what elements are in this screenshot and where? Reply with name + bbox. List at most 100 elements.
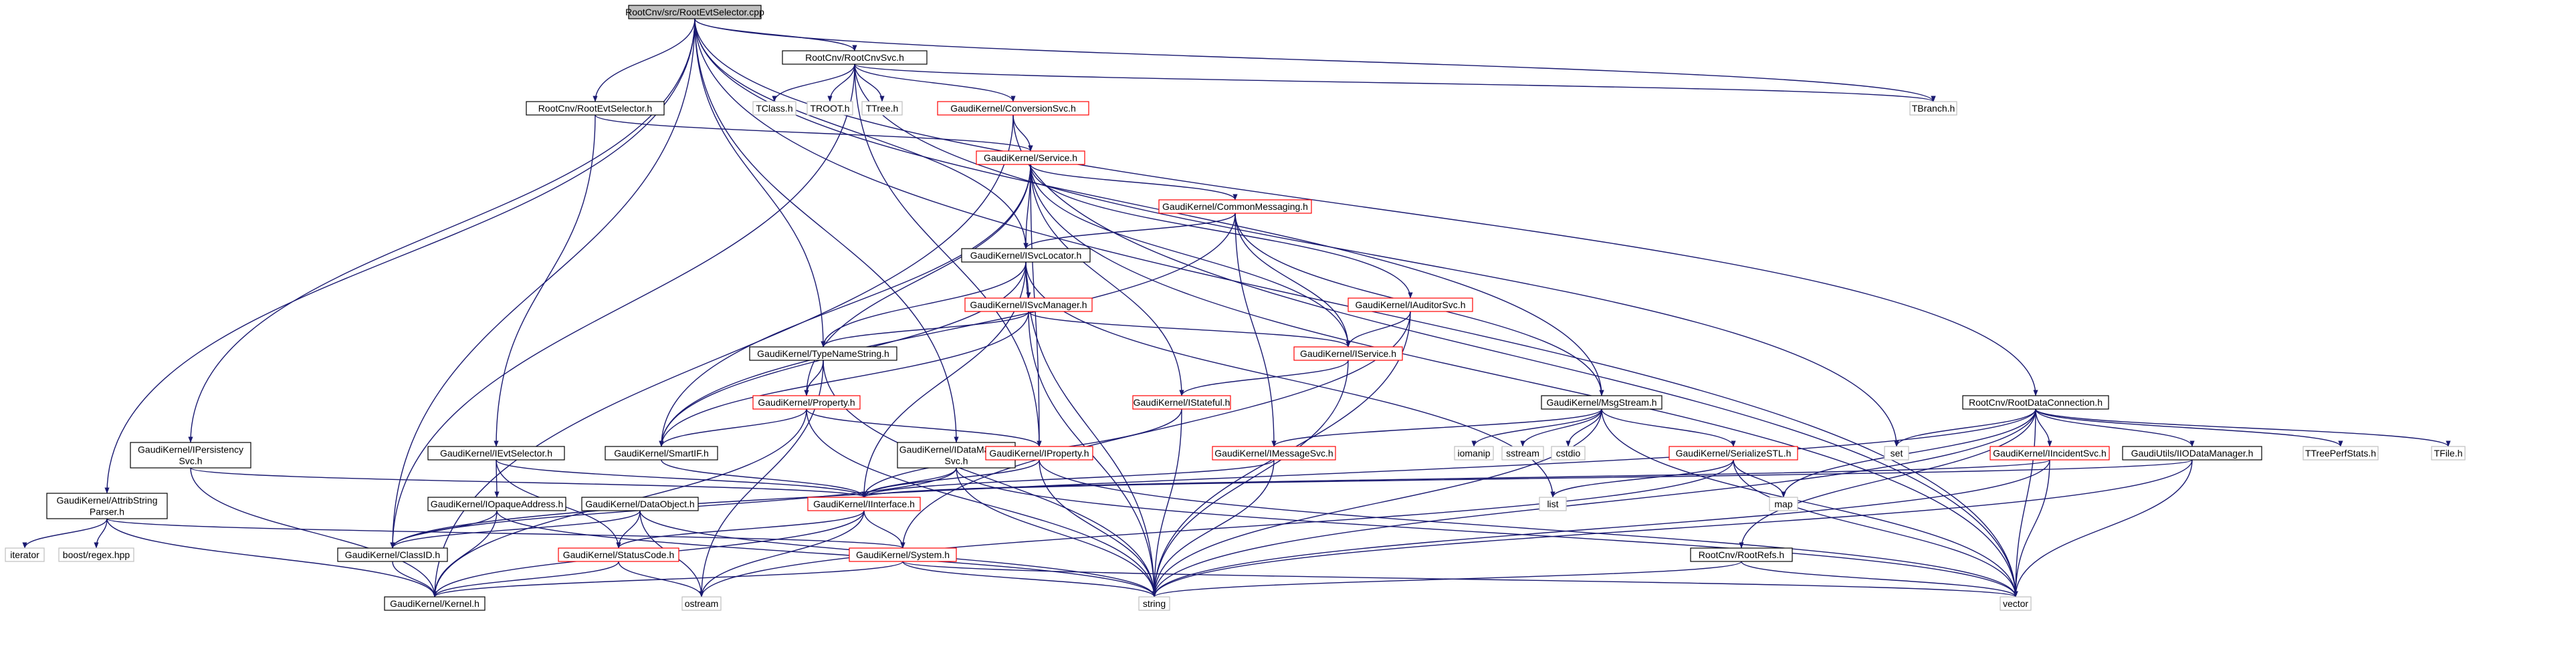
node-iproperty[interactable]: GaudiKernel/IProperty.h — [985, 446, 1093, 461]
node-iincidentsvc-label: GaudiKernel/IIncidentSvc.h — [1993, 448, 2107, 459]
edge-isvclocator-to-list — [1025, 261, 1555, 498]
node-system[interactable]: GaudiKernel/System.h — [849, 547, 957, 562]
node-isvcmanager-label: GaudiKernel/ISvcManager.h — [970, 299, 1087, 310]
node-iinterface[interactable]: GaudiKernel/IInterface.h — [807, 497, 921, 511]
node-iincidentsvc[interactable]: GaudiKernel/IIncidentSvc.h — [1990, 446, 2110, 461]
node-isvcmanager[interactable]: GaudiKernel/ISvcManager.h — [964, 297, 1093, 312]
node-dataobject[interactable]: GaudiKernel/DataObject.h — [581, 497, 699, 511]
edge-rootcnvsvc-to-ttree — [854, 63, 885, 102]
node-smartif-label: GaudiKernel/SmartIF.h — [614, 448, 709, 459]
node-isvclocator[interactable]: GaudiKernel/ISvcLocator.h — [961, 248, 1091, 263]
edge-rootdataconn-to-rootrefs — [1739, 408, 2036, 549]
node-kernel[interactable]: GaudiKernel/Kernel.h — [384, 596, 486, 611]
edge-rootdataconn-to-tfile — [2035, 408, 2451, 447]
nodes-layer: RootCnv/src/RootEvtSelector.cppRootCnv/R… — [5, 5, 2466, 611]
node-isvcmanager-box — [964, 297, 1093, 312]
node-iservice[interactable]: GaudiKernel/IService.h — [1293, 346, 1403, 361]
node-rootdataconn[interactable]: RootCnv/RootDataConnection.h — [1962, 395, 2109, 410]
node-rootdataconn-box — [1962, 395, 2109, 410]
node-vector-label: vector — [2003, 598, 2028, 609]
node-ttree-label: TTree.h — [866, 103, 899, 114]
node-service[interactable]: GaudiKernel/Service.h — [976, 150, 1085, 165]
edge-msgstream-to-string — [1152, 408, 1602, 598]
node-iauditorsvc[interactable]: GaudiKernel/IAuditorSvc.h — [1348, 297, 1473, 312]
node-map-label: map — [1774, 499, 1792, 509]
node-troot-box — [807, 101, 853, 116]
node-iservice-box — [1293, 346, 1403, 361]
edge-iiodatamanager-to-iinterface — [862, 459, 2193, 498]
node-ostream-label: ostream — [685, 598, 719, 609]
node-iterator: iterator — [5, 547, 45, 562]
node-property[interactable]: GaudiKernel/Property.h — [752, 395, 861, 410]
node-iopaque[interactable]: GaudiKernel/IOpaqueAddress.h — [427, 497, 566, 511]
edge-isvcmanager-to-iservice — [1028, 311, 1351, 348]
node-typenamestring[interactable]: GaudiKernel/TypeNameString.h — [749, 346, 897, 361]
edge-isvclocator-to-string — [1025, 261, 1157, 598]
node-imessagesvc[interactable]: GaudiKernel/IMessageSvc.h — [1212, 446, 1336, 461]
node-iincidentsvc-box — [1990, 446, 2110, 461]
node-commonmsg-box — [1158, 199, 1312, 214]
node-rootcnvsvc[interactable]: RootCnv/RootCnvSvc.h — [782, 50, 928, 65]
node-map-box — [1769, 497, 1798, 511]
node-convsvc[interactable]: GaudiKernel/ConversionSvc.h — [937, 101, 1089, 116]
edge-idatamanager-to-vector — [956, 467, 2018, 598]
node-iiodatamanager[interactable]: GaudiUtils/IIODataManager.h — [2122, 446, 2262, 461]
node-list-label: list — [1547, 499, 1558, 509]
node-serializestl[interactable]: GaudiKernel/SerializeSTL.h — [1669, 446, 1798, 461]
node-classid[interactable]: GaudiKernel/ClassID.h — [337, 547, 448, 562]
node-msgstream-label: GaudiKernel/MsgStream.h — [1547, 397, 1657, 408]
edge-serializestl-to-list — [1550, 459, 1734, 498]
node-imessagesvc-label: GaudiKernel/IMessageSvc.h — [1214, 448, 1333, 459]
node-set-box — [1884, 446, 1909, 461]
node-smartif[interactable]: GaudiKernel/SmartIF.h — [605, 446, 718, 461]
edge-service-to-property — [804, 164, 1031, 396]
edge-dataobject-to-classid — [390, 510, 641, 549]
edge-root-to-idatamanager — [694, 18, 959, 443]
node-idatamanager-label: GaudiKernel/IDataManager — [899, 444, 1014, 455]
node-isvclocator-label: GaudiKernel/ISvcLocator.h — [970, 250, 1082, 261]
node-ievtselector[interactable]: GaudiKernel/IEvtSelector.h — [427, 446, 565, 461]
edge-commonmsg-to-imessagesvc — [1235, 213, 1277, 447]
node-msgstream[interactable]: GaudiKernel/MsgStream.h — [1541, 395, 1662, 410]
edge-commonmsg-to-smartif — [659, 213, 1236, 447]
node-ttree: TTree.h — [861, 101, 903, 116]
node-serializestl-label: GaudiKernel/SerializeSTL.h — [1676, 448, 1792, 459]
node-cstdio: cstdio — [1551, 446, 1586, 461]
node-serializestl-box — [1669, 446, 1798, 461]
edge-rootcnvsvc-to-convsvc — [854, 63, 1016, 102]
node-set-label: set — [1891, 448, 1903, 459]
edge-ipersistency-to-kernel — [190, 467, 437, 598]
node-iomanip-label: iomanip — [1457, 448, 1490, 459]
node-map: map — [1769, 497, 1798, 511]
node-iterator-label: iterator — [10, 549, 39, 560]
node-sstream: sstream — [1501, 446, 1544, 461]
node-ipersistency-label: GaudiKernel/IPersistency — [138, 444, 243, 455]
edge-root-to-isvclocator — [694, 18, 1029, 249]
edge-iopaque-to-classid — [390, 510, 498, 549]
node-rootrefs[interactable]: RootCnv/RootRefs.h — [1690, 547, 1793, 562]
node-ievtselector-box — [427, 446, 565, 461]
node-istateful[interactable]: GaudiKernel/IStateful.h — [1132, 395, 1231, 410]
edge-root-to-rootcnvsvc — [694, 18, 857, 51]
node-iproperty-label: GaudiKernel/IProperty.h — [989, 448, 1089, 459]
node-root-label: RootCnv/src/RootEvtSelector.cpp — [625, 7, 764, 17]
node-attribstring-label: GaudiKernel/AttribString — [57, 495, 158, 506]
node-statuscode[interactable]: GaudiKernel/StatusCode.h — [558, 547, 679, 562]
edge-property-to-string — [806, 408, 1157, 598]
node-cstdio-box — [1551, 446, 1586, 461]
node-commonmsg[interactable]: GaudiKernel/CommonMessaging.h — [1158, 199, 1312, 214]
edge-msgstream-to-cstdio — [1566, 408, 1602, 447]
node-rootevtselh[interactable]: RootCnv/RootEvtSelector.h — [526, 101, 665, 116]
node-list-box — [1539, 497, 1567, 511]
node-kernel-box — [384, 596, 486, 611]
edge-attribstring-to-iterator — [22, 518, 108, 549]
node-rootcnvsvc-label: RootCnv/RootCnvSvc.h — [805, 52, 904, 63]
edge-rootcnvsvc-to-troot — [827, 63, 855, 102]
node-root[interactable]: RootCnv/src/RootEvtSelector.cpp — [625, 5, 764, 19]
node-typenamestring-box — [749, 346, 897, 361]
node-istateful-box — [1132, 395, 1231, 410]
node-root-box — [628, 5, 762, 19]
edge-rootrefs-to-vector — [1741, 561, 2018, 598]
